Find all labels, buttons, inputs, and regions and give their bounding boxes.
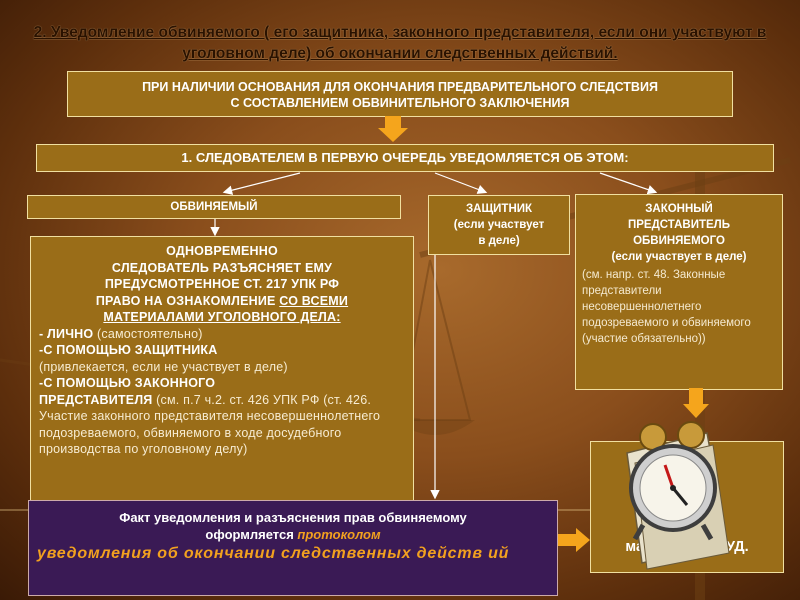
rep-down-arrow-icon bbox=[689, 388, 703, 406]
rep-line-1: ЗАКОННЫЙ bbox=[645, 203, 713, 215]
defender-line-3: в деле) bbox=[478, 235, 520, 247]
item2-thin: (привлекается, если не участвует в деле) bbox=[39, 359, 288, 374]
prerequisite-line-1: ПРИ НАЛИЧИИ ОСНОВАНИЯ ДЛЯ ОКОНЧАНИЯ ПРЕД… bbox=[142, 80, 658, 94]
defender-line-1: ЗАЩИТНИК bbox=[465, 203, 533, 215]
step1-box: 1. СЛЕДОВАТЕЛЕМ В ПЕРВУЮ ОЧЕРЕДЬ УВЕДОМЛ… bbox=[36, 144, 774, 172]
item3-bold1: -С ПОМОЩЬЮ ЗАКОННОГО bbox=[39, 376, 216, 390]
protocol-box: Факт уведомления и разъяснения прав обви… bbox=[28, 500, 558, 596]
explain-item-3: ПРЕДСТАВИТЕЛЯ (см. п.7 ч.2. ст. 426 УПК … bbox=[39, 392, 405, 458]
item1-thin: (самостоятельно) bbox=[97, 326, 203, 341]
explain-heading-4: ПРАВО НА ОЗНАКОМЛЕНИЕ СО ВСЕМИ bbox=[39, 293, 405, 310]
protocol-line-1: Факт уведомления и разъяснения прав обви… bbox=[119, 510, 467, 525]
explain-heading-4b: СО ВСЕМИ bbox=[279, 293, 349, 308]
item3-thin: (см. п.7 ч.2. ст. 426 УПК РФ (ст. 426. У… bbox=[39, 392, 381, 457]
rights-explanation-box: ОДНОВРЕМЕННО СЛЕДОВАТЕЛЬ РАЗЪЯСНЯЕТ ЕМУ … bbox=[30, 236, 414, 508]
protocol-line-1b: оформляется протоколом bbox=[29, 526, 557, 543]
legal-representative-box: ЗАКОННЫЙ ПРЕДСТАВИТЕЛЬ ОБВИНЯЕМОГО (если… bbox=[575, 194, 783, 390]
rep-down-arrow-head-icon bbox=[683, 404, 709, 418]
explain-heading-5: МАТЕРИАЛАМИ УГОЛОВНОГО ДЕЛА: bbox=[103, 310, 341, 324]
protocol-line-1b-a: оформляется bbox=[205, 527, 298, 542]
protocol-word: протоколом bbox=[297, 527, 381, 542]
explain-heading-1: ОДНОВРЕМЕННО bbox=[166, 244, 278, 258]
down-arrow-head-icon bbox=[378, 128, 408, 142]
right-arrow-head-icon bbox=[576, 528, 590, 552]
rep-line-2: ПРЕДСТАВИТЕЛЬ bbox=[627, 219, 731, 231]
accused-box: ОБВИНЯЕМЫЙ bbox=[27, 195, 401, 219]
explain-item-1: - ЛИЧНО (самостоятельно) bbox=[39, 326, 405, 343]
alarm-clock-icon bbox=[626, 421, 730, 570]
page-title: 2. Уведомление обвиняемого ( его защитни… bbox=[33, 24, 767, 62]
rep-line-3: ОБВИНЯЕМОГО bbox=[633, 235, 725, 247]
prerequisite-line-2: С СОСТАВЛЕНИЕМ ОБВИНИТЕЛЬНОГО ЗАКЛЮЧЕНИЯ bbox=[230, 96, 570, 110]
item2-bold: -С ПОМОЩЬЮ ЗАЩИТНИКА bbox=[39, 343, 218, 357]
rep-line-4: (если участвует в деле) bbox=[611, 251, 747, 263]
down-arrow-icon bbox=[385, 116, 401, 130]
right-arrow-icon bbox=[558, 534, 578, 546]
defender-line-2: (если участвует bbox=[453, 219, 545, 231]
explain-heading-2: СЛЕДОВАТЕЛЬ РАЗЪЯСНЯЕТ ЕМУ bbox=[111, 260, 333, 275]
protocol-line-2: уведомления об окончании следственных де… bbox=[37, 545, 510, 562]
item3-bold2: ПРЕДСТАВИТЕЛЯ bbox=[39, 392, 157, 407]
item1-bold: - ЛИЧНО bbox=[39, 326, 97, 341]
rep-note: (см. напр. ст. 48. Законные представител… bbox=[582, 269, 751, 345]
explain-heading-4a: ПРАВО НА ОЗНАКОМЛЕНИЕ bbox=[95, 293, 280, 308]
explain-heading-3: ПРЕДУСМОТРЕННОЕ СТ. 217 УПК РФ bbox=[104, 277, 340, 291]
defender-box: ЗАЩИТНИК (если участвует в деле) bbox=[428, 195, 570, 255]
